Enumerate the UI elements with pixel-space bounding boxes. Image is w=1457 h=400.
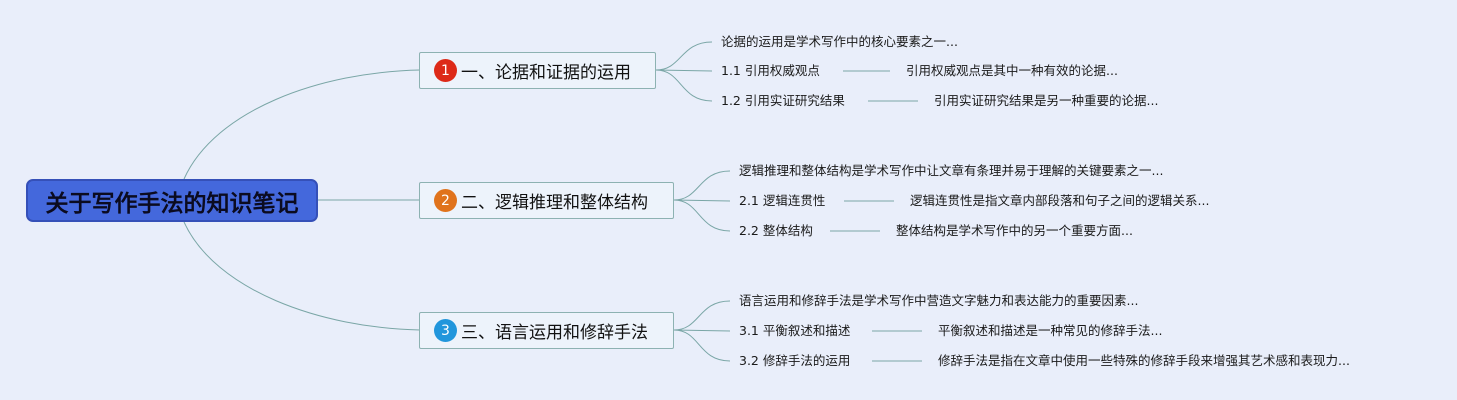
root-topic-label: 关于写作手法的知识笔记 xyxy=(45,190,299,217)
number-badge-1-icon: 1 xyxy=(434,59,457,82)
branch-topic-2[interactable]: 2 二、逻辑推理和整体结构 xyxy=(419,182,674,219)
branch-3-summary[interactable]: 语言运用和修辞手法是学术写作中营造文字魅力和表达能力的重要因素... xyxy=(739,293,1139,308)
connector-b3-summary xyxy=(673,300,731,331)
subtopic-2-1-detail[interactable]: 逻辑连贯性是指文章内部段落和句子之间的逻辑关系... xyxy=(910,193,1210,208)
subtopic-1-2-detail[interactable]: 引用实证研究结果是另一种重要的论据... xyxy=(934,93,1159,108)
connector-b1-summary xyxy=(655,41,713,71)
subtopic-3-2-detail[interactable]: 修辞手法是指在文章中使用一些特殊的修辞手段来增强其艺术感和表现力... xyxy=(938,353,1350,368)
subtopic-3-1-detail[interactable]: 平衡叙述和描述是一种常见的修辞手法... xyxy=(938,323,1163,338)
connector-b2-item1 xyxy=(673,199,731,202)
branch-1-summary[interactable]: 论据的运用是学术写作中的核心要素之一... xyxy=(721,34,958,49)
number-badge-3-icon: 3 xyxy=(434,319,457,342)
subtopic-1-1[interactable]: 1.1 引用权威观点 xyxy=(721,63,820,78)
connector-b2-item2 xyxy=(673,199,731,232)
branch-topic-1-label: 一、论据和证据的运用 xyxy=(461,63,631,83)
subtopic-2-2-detail[interactable]: 整体结构是学术写作中的另一个重要方面... xyxy=(896,223,1133,238)
branch-topic-2-label: 二、逻辑推理和整体结构 xyxy=(461,193,648,213)
subtopic-1-1-detail[interactable]: 引用权威观点是其中一种有效的论据... xyxy=(906,63,1118,78)
connector-b1-item1 xyxy=(655,69,713,72)
subtopic-3-2[interactable]: 3.2 修辞手法的运用 xyxy=(739,353,851,368)
connector-b3-item2 xyxy=(673,329,731,362)
subtopic-2-2[interactable]: 2.2 整体结构 xyxy=(739,223,813,238)
branch-topic-3-label: 三、语言运用和修辞手法 xyxy=(461,323,648,343)
branch-2-summary[interactable]: 逻辑推理和整体结构是学术写作中让文章有条理并易于理解的关键要素之一... xyxy=(739,163,1164,178)
branch-topic-3[interactable]: 3 三、语言运用和修辞手法 xyxy=(419,312,674,349)
subtopic-3-1[interactable]: 3.1 平衡叙述和描述 xyxy=(739,323,851,338)
connector-root-branch-3 xyxy=(183,221,421,331)
connector-b3-item1 xyxy=(673,329,731,332)
subtopic-2-1[interactable]: 2.1 逻辑连贯性 xyxy=(739,193,826,208)
root-topic[interactable]: 关于写作手法的知识笔记 xyxy=(26,179,318,222)
branch-topic-1[interactable]: 1 一、论据和证据的运用 xyxy=(419,52,656,89)
connector-root-branch-1 xyxy=(183,69,421,180)
subtopic-1-2[interactable]: 1.2 引用实证研究结果 xyxy=(721,93,845,108)
connector-b1-item2 xyxy=(655,69,713,102)
connector-b2-summary xyxy=(673,170,731,201)
number-badge-2-icon: 2 xyxy=(434,189,457,212)
